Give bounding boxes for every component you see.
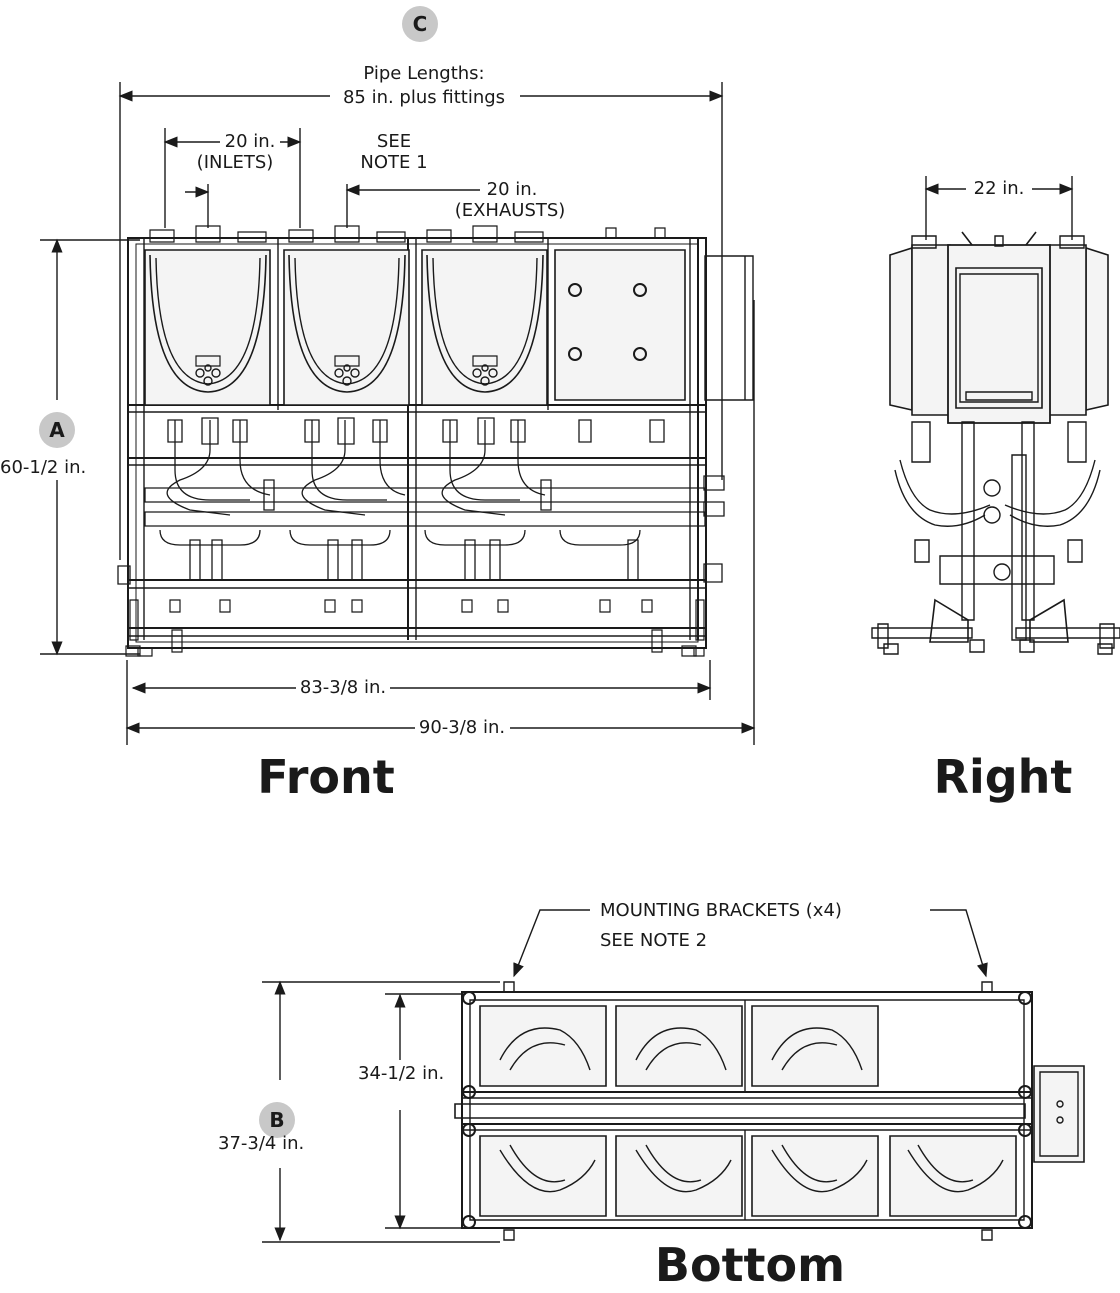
view-title-front: Front (257, 750, 395, 804)
water-heater-units (145, 250, 547, 405)
badge-a: A (39, 412, 75, 448)
view-title-right: Right (933, 750, 1073, 804)
frame-feet (126, 600, 704, 656)
leader-left (514, 910, 590, 978)
badge-c: C (402, 6, 438, 42)
see-note-1-line1: SEE (376, 131, 412, 152)
exhausts-value: 20 in. (486, 179, 538, 200)
bottom-inner-value: 34-1/2 in. (358, 1063, 445, 1084)
view-title-bottom: Bottom (654, 1238, 846, 1292)
vent-fittings (150, 226, 665, 242)
bottom-outer-value: 37-3/4 in. (218, 1133, 305, 1154)
see-note-2-callout: SEE NOTE 2 (600, 930, 708, 951)
pipe-lengths-label: Pipe Lengths: (363, 63, 485, 84)
height-a-value: 60-1/2 in. (0, 457, 87, 478)
control-box (555, 250, 753, 400)
pipe-lengths-value: 85 in. plus fittings (342, 87, 506, 108)
inlets-value: 20 in. (224, 131, 276, 152)
right-spacing-value: 22 in. (973, 178, 1025, 199)
badge-b: B (259, 1102, 295, 1138)
width-inner-value: 83-3/8 in. (299, 677, 387, 698)
inlets-label: (INLETS) (196, 152, 274, 173)
exhausts-label: (EXHAUSTS) (454, 200, 566, 221)
width-outer-value: 90-3/8 in. (418, 717, 506, 738)
leader-right (930, 910, 988, 978)
piping (118, 418, 724, 584)
see-note-1-line2: NOTE 1 (360, 152, 428, 173)
mounting-brackets-callout: MOUNTING BRACKETS (x4) (600, 900, 842, 921)
